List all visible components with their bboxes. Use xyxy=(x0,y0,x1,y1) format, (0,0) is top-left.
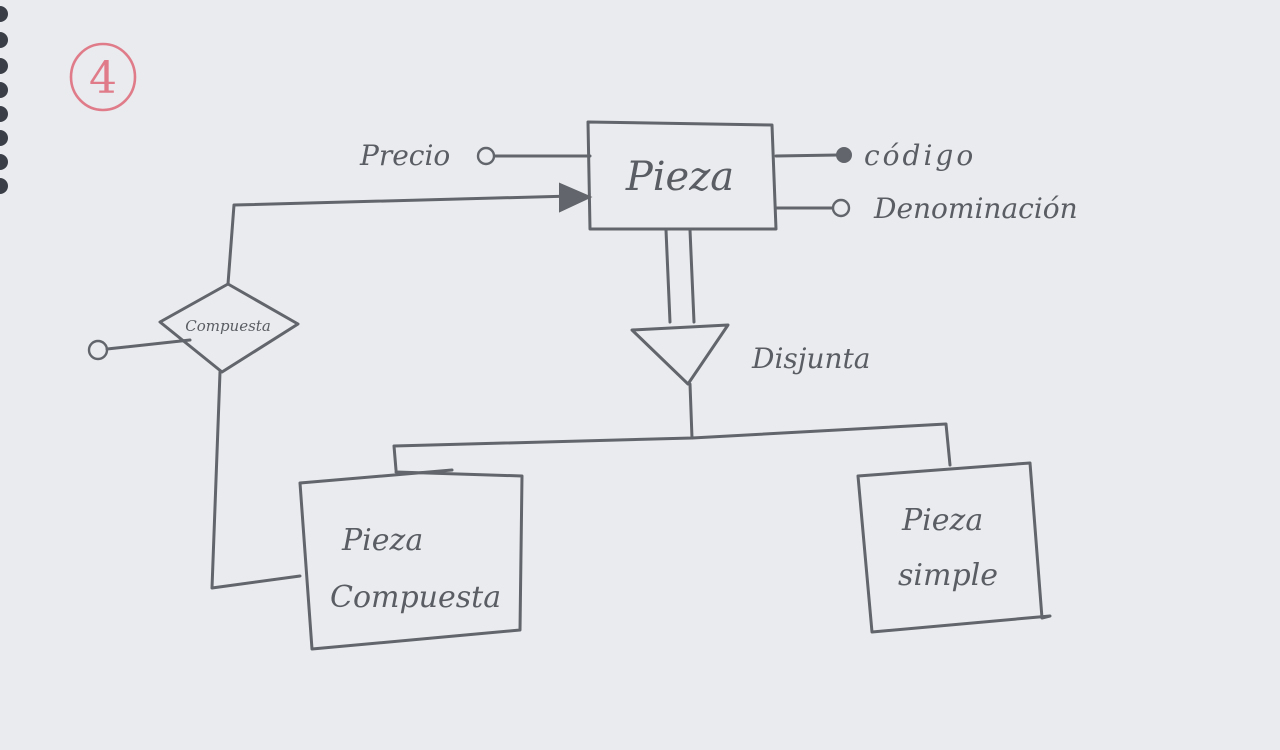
page-number-mark: 4 xyxy=(69,42,137,112)
relationship-compuesta-label: Compuesta xyxy=(185,317,271,335)
relationship-connector-top xyxy=(226,182,593,286)
relationship-connector-bottom xyxy=(210,370,302,590)
specialization-link xyxy=(664,228,696,324)
attribute-precio: Precio xyxy=(359,139,592,172)
entity-pieza-simple-line1: Pieza xyxy=(901,503,983,538)
disjoint-label: Disjunta xyxy=(751,342,870,375)
relationship-compuesta: Compuesta xyxy=(158,282,300,374)
attribute-denominacion-label: Denominación xyxy=(873,192,1078,225)
entity-pieza-compuesta-line1: Pieza xyxy=(341,523,423,558)
relationship-attribute xyxy=(87,338,192,361)
entity-pieza-label: Pieza xyxy=(625,154,734,200)
entity-pieza-compuesta-line2: Compuesta xyxy=(330,580,501,615)
entity-pieza: Pieza xyxy=(586,120,778,231)
hierarchy-lines xyxy=(392,382,952,472)
attribute-codigo: código xyxy=(774,139,976,172)
page-number: 4 xyxy=(89,53,117,104)
entity-pieza-simple: Pieza simple xyxy=(856,461,1052,634)
attribute-codigo-label: código xyxy=(864,139,976,172)
entity-pieza-simple-line2: simple xyxy=(898,558,998,593)
binding-holes xyxy=(0,6,8,194)
disjoint-triangle: Disjunta xyxy=(630,323,870,386)
attribute-precio-label: Precio xyxy=(359,139,450,172)
attribute-denominacion: Denominación xyxy=(774,192,1078,225)
entity-pieza-compuesta: Pieza Compuesta xyxy=(298,468,524,651)
